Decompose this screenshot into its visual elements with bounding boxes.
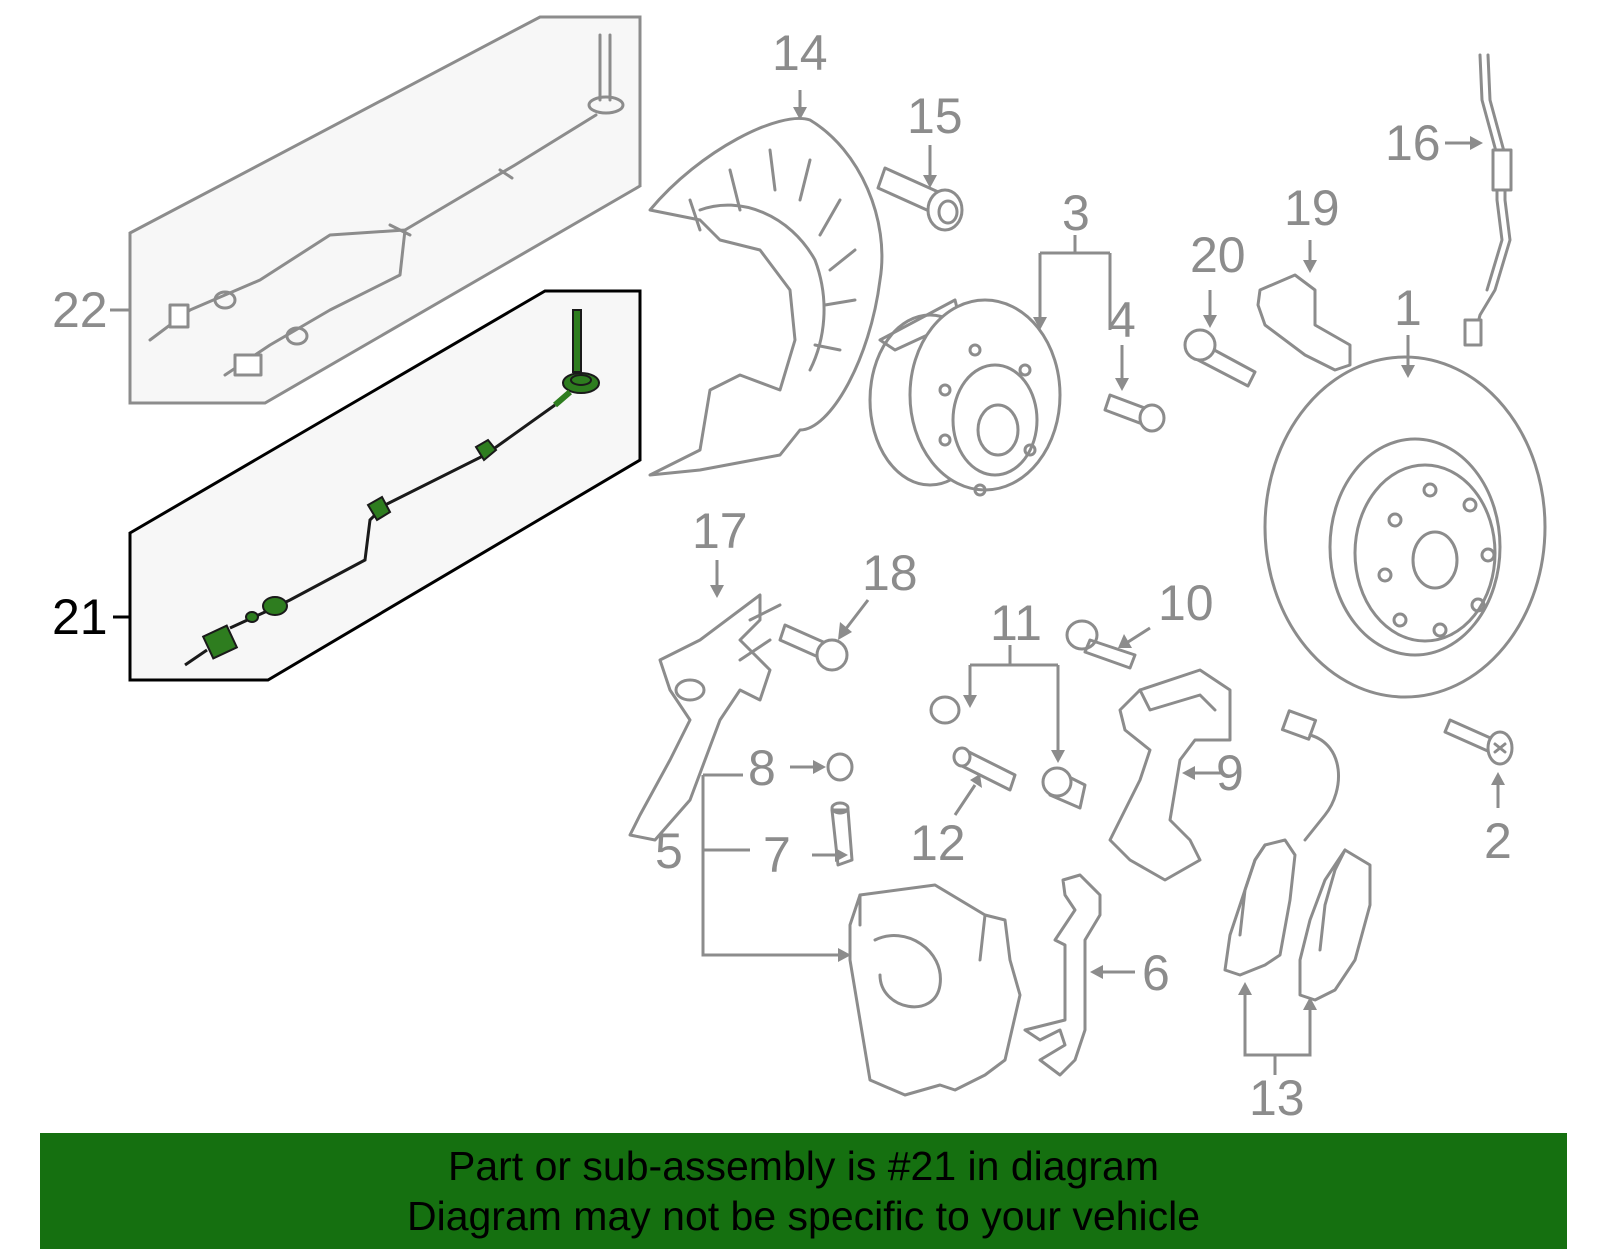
part-4-hub-bolt[interactable] (1103, 393, 1166, 433)
part-11-guide-bushings[interactable] (929, 695, 1087, 810)
part-8-bleeder-cap[interactable] (826, 752, 854, 782)
callout-20: 20 (1190, 227, 1246, 283)
callout-12: 12 (910, 815, 966, 871)
callout-2: 2 (1484, 813, 1512, 869)
part-13-brake-pads[interactable] (1223, 709, 1372, 1002)
callout-8: 8 (748, 740, 776, 796)
part-3-hub-bearing[interactable] (868, 298, 1062, 497)
part-14-splash-shield[interactable] (648, 117, 884, 477)
part-9-caliper-carrier[interactable] (1108, 668, 1232, 882)
callout-5: 5 (655, 823, 683, 879)
banner-line-2: Diagram may not be specific to your vehi… (406, 1193, 1200, 1239)
callout-11: 11 (990, 595, 1042, 651)
part-22-sensor-box[interactable] (128, 15, 642, 405)
part-12-guide-pin[interactable] (952, 746, 1017, 792)
part-15-bolt[interactable] (876, 166, 964, 232)
callout-6: 6 (1142, 945, 1170, 1001)
part-19-bracket[interactable] (1256, 273, 1352, 372)
callout-13: 13 (1249, 1070, 1305, 1126)
part-2-rotor-screw[interactable] (1443, 718, 1514, 766)
callout-1: 1 (1394, 280, 1422, 336)
part-1-brake-rotor[interactable] (1263, 355, 1547, 699)
callout-18: 18 (862, 545, 918, 601)
callout-22: 22 (52, 282, 108, 338)
callout-9: 9 (1216, 745, 1244, 801)
callout-15: 15 (907, 88, 963, 144)
part-21-abs-sensor-box[interactable] (128, 289, 642, 682)
part-17-bracket[interactable] (628, 593, 782, 842)
part-20-bolt[interactable] (1183, 328, 1257, 388)
callout-21: 21 (52, 589, 108, 645)
part-6-anti-rattle-spring[interactable] (1023, 873, 1102, 1077)
part-16-brake-hose[interactable] (1463, 53, 1513, 347)
callout-17: 17 (692, 503, 748, 559)
callout-3: 3 (1062, 185, 1090, 241)
part-10-bolt[interactable] (1065, 619, 1137, 670)
part-5-brake-caliper[interactable] (848, 883, 1022, 1097)
callout-16: 16 (1385, 115, 1441, 171)
callout-19: 19 (1284, 180, 1340, 236)
callout-7: 7 (763, 827, 791, 883)
part-18-bolt[interactable] (778, 623, 849, 672)
callout-4: 4 (1108, 292, 1136, 348)
callout-14: 14 (772, 25, 828, 81)
banner-line-1: Part or sub-assembly is #21 in diagram (448, 1143, 1159, 1189)
callout-10: 10 (1158, 575, 1214, 631)
part-info-banner: Part or sub-assembly is #21 in diagram D… (40, 1133, 1567, 1249)
